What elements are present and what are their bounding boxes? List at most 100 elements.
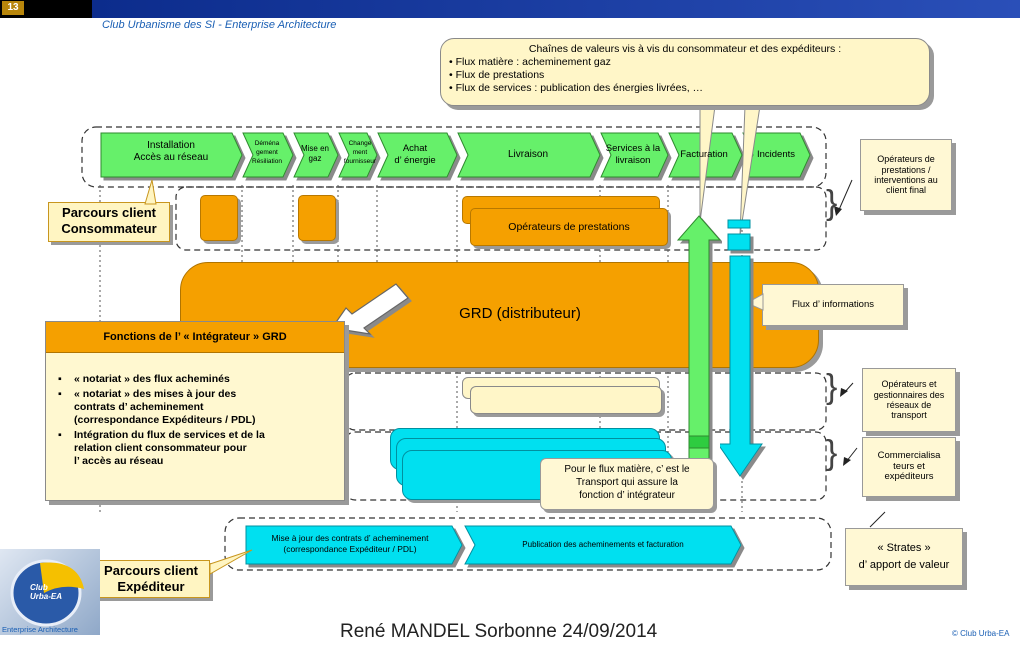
operateurs-prestations-box: Opérateurs de prestations (470, 208, 668, 246)
chevron-installation (100, 132, 243, 178)
bullet-text: l’ accès au réseau (74, 455, 164, 467)
transport-integrator-note: Pour le flux matière, c’ est le Transpor… (540, 458, 714, 510)
integrateur-panel: Fonctions de l’ « Intégrateur » GRD ▪« n… (45, 321, 345, 501)
chevron-label-services: Services à la livraison (601, 143, 665, 167)
chevron-label-line: Résiliation (252, 158, 282, 165)
note-line: Opérateurs et (881, 379, 937, 390)
chevron-label-line: Accès au réseau (133, 152, 209, 163)
bracket-prestations: } (826, 184, 838, 222)
chevron-label-line: gaz (308, 154, 322, 163)
bracket-commercial: } (826, 434, 838, 472)
note-line: Opérateurs de (877, 154, 935, 165)
operators-prestations-note: Opérateurs de prestations / intervention… (860, 139, 952, 211)
slide-number: 13 (2, 1, 24, 15)
club-logo: Club Urba-EA Enterprise Architecture (0, 549, 100, 635)
note-line: client final (885, 185, 927, 196)
parcours-expediteur-label: Parcours client Expéditeur (92, 560, 210, 598)
callout-pointer (144, 179, 157, 205)
bullet-text: relation client consommateur pour (74, 442, 247, 454)
integrateur-title: Fonctions de l’ « Intégrateur » GRD (46, 322, 344, 353)
chevron-mise-en-gaz (293, 132, 339, 178)
note-line: fonction d’ intégrateur (579, 490, 675, 501)
chevron-label-line: Services à la (605, 143, 661, 154)
chevron-label-line: d’ énergie (394, 155, 436, 166)
shipper-chain-group (224, 517, 832, 571)
chevron-label-facturation: Facturation (680, 149, 728, 160)
value-chain-line-1: • Flux matière : acheminement gaz (449, 56, 611, 68)
flux-informations-note: Flux d’ informations (762, 284, 904, 326)
bracket-transport: } (826, 368, 838, 406)
note-line: gestionnaires des (873, 389, 945, 400)
bullet-text: contrats d’ acheminement (74, 401, 204, 413)
commercial-note: Commercialisa teurs et expéditeurs (862, 437, 956, 497)
logo-graphic (10, 559, 84, 627)
chevron-incidents (742, 132, 811, 178)
orange-box-mise-en-gaz (298, 195, 336, 241)
chevron-label-installation: Installation Accès au réseau (101, 140, 241, 164)
label-line: Consommateur (61, 221, 157, 237)
strates-note: « Strates » d’ apport de valeur (845, 528, 963, 586)
note-line: Transport qui assure la (576, 477, 678, 488)
chevron-label-line: Change (348, 140, 372, 147)
shipper-step-2-label: Publication des acheminements et factura… (522, 540, 684, 549)
flux-informations-arrow-icon (720, 219, 763, 477)
value-chain-line-3: • Flux de services : publication des éne… (449, 82, 704, 94)
label-line: Parcours client (104, 563, 198, 578)
chevron-achat (377, 132, 458, 178)
integrateur-bullets: ▪« notariat » des flux acheminés ▪ « not… (46, 353, 344, 468)
chevron-label-line: Mise à jour des contrats d’ acheminement (271, 533, 429, 543)
note-line: Commercialisa (877, 449, 941, 461)
value-chain-line-2: • Flux de prestations (449, 69, 545, 81)
shipper-step-1-label: Mise à jour des contrats d’ acheminement… (248, 533, 452, 555)
prestations-layer (175, 186, 827, 251)
chevron-label-achat: Achat d’ énergie (382, 143, 448, 167)
chevron-label-line: fournisseur (343, 158, 377, 165)
note-line: interventions au (874, 175, 938, 185)
chevron-label-demenagement: Déména gement Résiliation (245, 139, 289, 166)
transport-box-front (470, 386, 662, 414)
logo-line: Urba-EA (30, 592, 63, 601)
chevron-label-line: Déména (254, 140, 280, 147)
chevron-label-livraison: Livraison (507, 149, 549, 160)
callout-pointer (745, 293, 764, 311)
note-line: expéditeurs (884, 471, 934, 483)
callout-pointer (209, 549, 253, 575)
parcours-consommateur-label: Parcours client Consommateur (48, 202, 170, 242)
note-line: d’ apport de valeur (858, 559, 950, 571)
logo-caption: Enterprise Architecture (2, 625, 78, 634)
integrateur-bullet-3: ▪ Intégration du flux de services et de … (58, 429, 265, 468)
grd-label: GRD (distributeur) (459, 305, 581, 322)
bullet-text: (correspondance Expéditeurs / PDL) (74, 414, 256, 426)
bullet-text: « notariat » des flux acheminés (74, 373, 230, 385)
label-line: Parcours client (62, 205, 156, 220)
top-banner (0, 0, 1020, 18)
chevron-demenagement (242, 132, 294, 178)
chevron-label-incidents: Incidents (756, 149, 796, 160)
integrateur-bullet-1: ▪« notariat » des flux acheminés (58, 373, 230, 385)
chevron-label-line: Installation (147, 140, 195, 151)
chevron-label-mise-en-gaz: Mise en gaz (296, 144, 334, 164)
note-line: « Strates » (877, 542, 931, 554)
chevron-maj-contrats (245, 525, 463, 565)
flux-matiere-arrow-icon (676, 215, 722, 483)
value-chain-heading: Chaînes de valeurs vis à vis du consomma… (528, 43, 842, 55)
note-line: réseaux de (886, 400, 932, 410)
note-line: prestations / (881, 164, 931, 175)
note-line: teurs et (893, 460, 925, 472)
value-chain-note: Chaînes de valeurs vis à vis du consomma… (440, 38, 930, 106)
pointer-arrow-icon (330, 283, 409, 335)
chevron-livraison (457, 132, 601, 178)
chevron-label-line: Achat (402, 143, 428, 154)
chevron-label-changement: Change ment fournisseur (339, 139, 381, 166)
logo-line: Club (30, 583, 48, 592)
orange-box-installation (200, 195, 238, 241)
bullet-text: Intégration du flux de services et de la (74, 429, 265, 441)
chevron-publication (464, 525, 742, 565)
bullet-text: « notariat » des mises à jour des (74, 388, 237, 400)
chevron-label-line: ment (352, 149, 368, 156)
chevron-services (600, 132, 669, 178)
chevron-label-line: (correspondance Expéditeur / PDL) (283, 544, 417, 554)
club-title: Club Urbanisme des SI - Enterprise Archi… (102, 19, 337, 31)
note-line: transport (891, 410, 927, 421)
bullet-text-block: Intégration du flux de services et de la… (74, 429, 265, 468)
